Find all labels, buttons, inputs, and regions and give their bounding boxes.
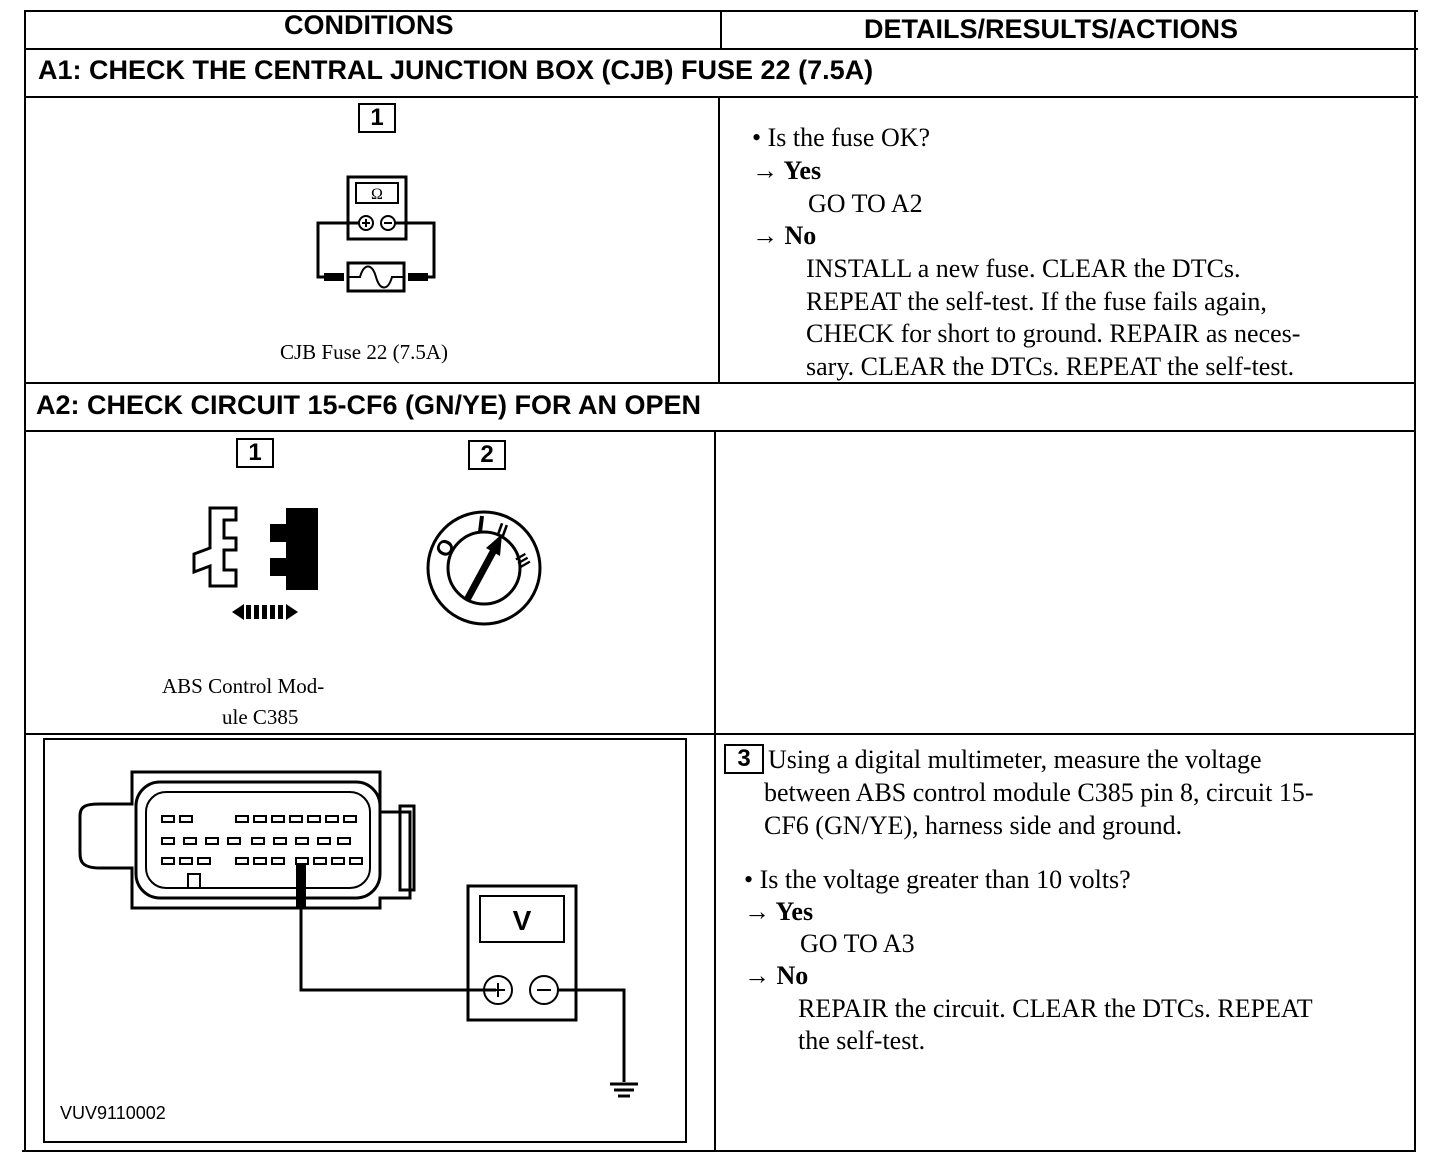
svg-text:III: III (511, 551, 532, 571)
a2-no-line-1: REPAIR the circuit. CLEAR the DTCs. REPE… (798, 994, 1313, 1023)
header-column-divider (720, 10, 722, 50)
voltmeter-body (466, 884, 578, 1022)
connector-pin-row-3 (161, 857, 363, 865)
figure-id: VUV9110002 (60, 1103, 166, 1123)
table-right-border (1414, 10, 1416, 1152)
ignition-switch-icon (426, 510, 542, 626)
a1-caption: CJB Fuse 22 (7.5A) (280, 340, 449, 364)
a2-yes-label: → Yes (744, 897, 814, 926)
voltmeter-display (479, 895, 565, 943)
a1-no-line-2: REPEAT the self-test. If the fuse fails … (806, 287, 1267, 316)
a2-no-line-2: the self-test. (798, 1026, 926, 1055)
ohmmeter-display (355, 182, 399, 204)
a2-caption-line-2: ule C385 (222, 705, 299, 729)
svg-text:II: II (494, 519, 510, 541)
a2-yes-action: GO TO A3 (800, 929, 915, 958)
table-left-border (24, 10, 26, 1152)
a1-yes-action: GO TO A2 (808, 189, 923, 218)
connector-half-solid (270, 508, 318, 590)
a2-no-label: → No (744, 961, 809, 990)
svg-text:O: O (430, 534, 460, 561)
a2-title-divider (24, 430, 1416, 432)
ohm-symbol-icon: Ω (371, 186, 383, 203)
voltmeter-positive-terminal (483, 975, 513, 1005)
test-probe-icon (296, 864, 306, 908)
abs-module-connector-outline (78, 770, 412, 910)
diagram-frame (43, 738, 687, 1143)
ground-symbol-icon (610, 1082, 638, 1098)
a2-step3-line-3: CF6 (GN/YE), harness side and ground. (764, 811, 1183, 840)
a1-yes-label: → Yes (752, 156, 822, 185)
a2-step3-line-2: between ABS control module C385 pin 8, c… (764, 778, 1314, 807)
connector-pin-row-2 (161, 837, 351, 845)
table-top-border (26, 10, 1418, 12)
a1-title-divider (26, 96, 1418, 98)
double-arrow-icon (232, 604, 244, 620)
a2-step3-line-1: Using a digital multimeter, measure the … (768, 745, 1262, 774)
a1-no-line-4: sary. CLEAR the DTCs. REPEAT the self-te… (806, 352, 1295, 381)
voltage-measurement-diagram: V (43, 738, 687, 1143)
a2-title: A2: CHECK CIRCUIT 15-CF6 (GN/YE) FOR AN … (36, 390, 702, 420)
ignition-key-pointer (464, 546, 498, 602)
a1-no-label: → No (752, 221, 817, 250)
header-divider (26, 48, 1418, 50)
a2-caption-line-1: ABS Control Mod- (162, 674, 325, 698)
a1-bottom-divider (26, 382, 1416, 384)
connector-half-outline (192, 506, 238, 588)
a1-no-line-3: CHECK for short to ground. REPAIR as nec… (806, 319, 1301, 348)
a1-column-divider (718, 96, 720, 384)
a1-step-1-box: 1 (358, 103, 396, 133)
ignition-switch-diagram: O II III (426, 510, 542, 626)
a1-no-line-1: INSTALL a new fuse. CLEAR the DTCs. (806, 254, 1241, 283)
conditions-header: CONDITIONS (284, 10, 454, 40)
a2-step-1-box: 1 (236, 438, 274, 468)
ohmmeter-fuse-diagram: Ω (316, 175, 436, 293)
a2-question: • Is the voltage greater than 10 volts? (744, 865, 1131, 894)
volt-symbol-icon: V (513, 905, 532, 936)
table-bottom-border (22, 1150, 1414, 1152)
disconnect-connector-diagram (192, 506, 318, 620)
details-header: DETAILS/RESULTS/ACTIONS (864, 14, 1239, 44)
ohmmeter-body (346, 175, 408, 241)
a2-row-divider (24, 733, 1414, 735)
a2-step-2-box: 2 (468, 440, 506, 470)
a2-column-divider (714, 430, 716, 1152)
a2-step-3-box: 3 (724, 744, 764, 774)
a1-question: • Is the fuse OK? (752, 123, 931, 152)
a1-title: A1: CHECK THE CENTRAL JUNCTION BOX (CJB)… (38, 55, 874, 85)
connector-pin-row-1 (161, 815, 357, 823)
